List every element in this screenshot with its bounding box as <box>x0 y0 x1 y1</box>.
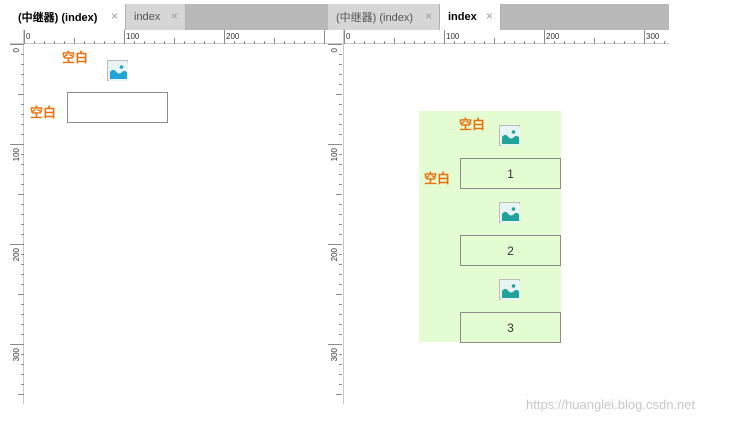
vertical-ruler: 0 100 200 300 <box>10 44 24 404</box>
vertical-ruler: 0 100 200 300 <box>328 44 344 404</box>
ruler-label: 300 <box>12 347 21 361</box>
image-placeholder-graphic <box>109 62 128 81</box>
image-placeholder-icon[interactable] <box>499 202 520 223</box>
tab-repeater-index[interactable]: (中继器) (index) × <box>10 4 126 30</box>
blank-label[interactable]: 空白 <box>459 117 486 132</box>
close-icon[interactable]: × <box>485 9 493 23</box>
tab-label: (中继器) (index) <box>336 12 414 24</box>
ruler-label: 100 <box>126 32 140 41</box>
image-placeholder-graphic <box>501 281 520 300</box>
tab-index[interactable]: index × <box>440 4 501 30</box>
horizontal-ruler-graphic: 0 100 200 300 <box>344 30 665 44</box>
close-icon[interactable]: × <box>424 9 432 23</box>
vertical-ruler-graphic: 0 100 200 300 <box>328 44 342 395</box>
ruler-label: 0 <box>12 47 21 52</box>
vertical-ruler-graphic: 0 100 200 300 <box>10 44 24 395</box>
tab-label: index <box>134 11 161 23</box>
watermark: https://huanglei.blog.csdn.net <box>526 397 696 412</box>
ruler-label: 0 <box>26 32 31 41</box>
ruler-label: 0 <box>330 47 339 52</box>
ruler-label: 200 <box>330 247 339 261</box>
image-placeholder-icon[interactable] <box>499 125 520 146</box>
image-placeholder-icon[interactable] <box>499 279 520 300</box>
horizontal-ruler: 0 100 200 300 <box>344 30 669 44</box>
repeater-item-field[interactable]: 1 <box>460 158 561 189</box>
image-placeholder-icon[interactable] <box>107 60 128 81</box>
design-canvas[interactable]: 空白 空白 <box>24 44 328 404</box>
right-preview-pane: (中继器) (index) × index × 0 100 200 300 0 … <box>328 4 669 404</box>
tab-repeater-index[interactable]: (中继器) (index) × <box>328 4 440 30</box>
repeater[interactable]: 空白 空白 1 2 <box>419 111 561 343</box>
ruler-corner <box>10 30 24 44</box>
repeater-item-field[interactable]: 3 <box>460 312 561 343</box>
horizontal-ruler-graphic: 0 100 200 <box>24 30 325 44</box>
ruler-label: 200 <box>546 32 560 41</box>
ruler-label: 200 <box>12 247 21 261</box>
tab-index[interactable]: index × <box>126 4 186 30</box>
left-editor-pane: (中继器) (index) × index × 0 100 200 0 100 … <box>10 4 328 404</box>
blank-label[interactable]: 空白 <box>62 50 89 65</box>
tab-label: index <box>448 11 477 23</box>
ruler-label: 200 <box>226 32 240 41</box>
tab-bar: (中继器) (index) × index × <box>10 4 328 30</box>
blank-label[interactable]: 空白 <box>30 105 57 120</box>
text-field[interactable] <box>67 92 168 123</box>
close-icon[interactable]: × <box>110 9 118 23</box>
ruler-label: 300 <box>646 32 660 41</box>
ruler-label: 0 <box>346 32 351 41</box>
ruler-label: 100 <box>446 32 460 41</box>
image-placeholder-graphic <box>501 127 520 146</box>
ruler-label: 100 <box>330 147 339 161</box>
ruler-label: 300 <box>330 347 339 361</box>
ruler-label: 100 <box>12 147 21 161</box>
close-icon[interactable]: × <box>170 9 178 23</box>
preview-canvas: 空白 空白 1 2 <box>344 44 669 404</box>
horizontal-ruler: 0 100 200 <box>24 30 328 44</box>
tab-label: (中继器) (index) <box>18 12 98 24</box>
ruler-corner <box>328 30 344 44</box>
image-placeholder-graphic <box>501 204 520 223</box>
blank-label[interactable]: 空白 <box>424 171 451 186</box>
tab-bar: (中继器) (index) × index × <box>328 4 669 30</box>
repeater-item-field[interactable]: 2 <box>460 235 561 266</box>
